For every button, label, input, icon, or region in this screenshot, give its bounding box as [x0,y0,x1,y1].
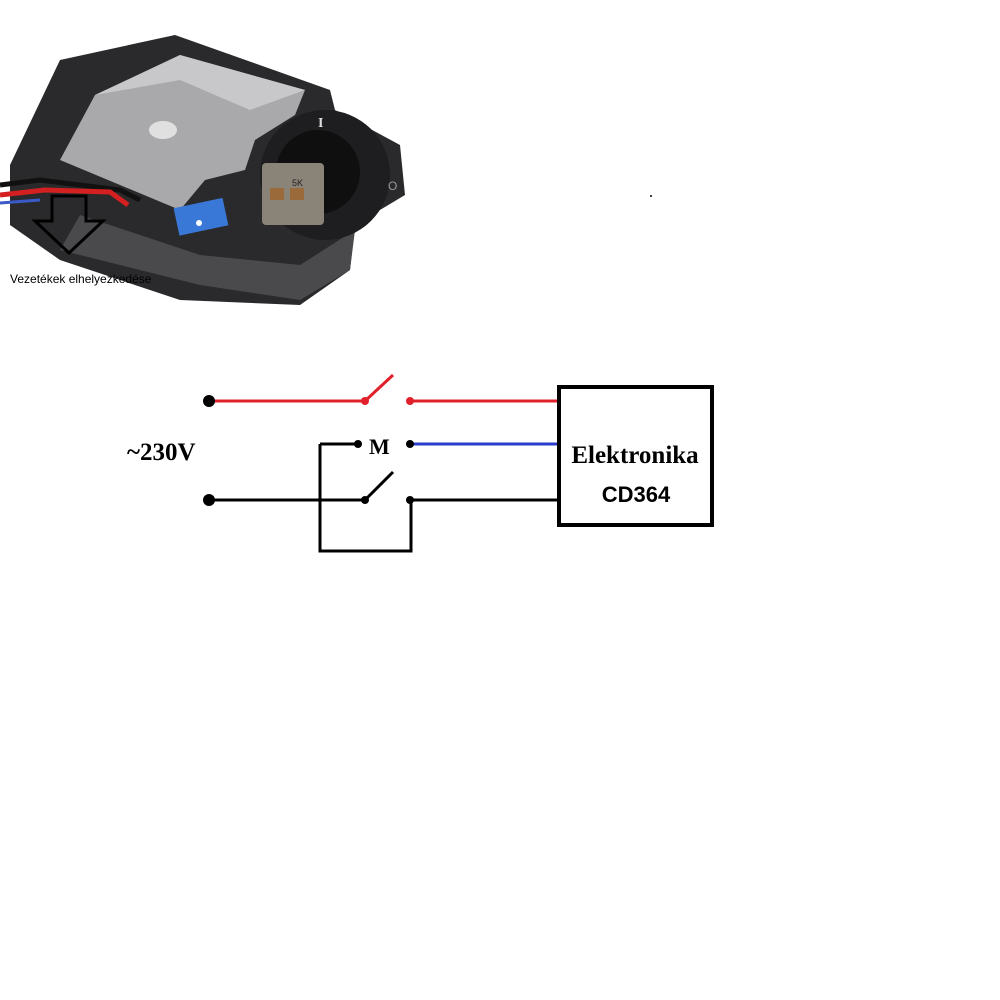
neutral-switch-lever [363,470,395,502]
voltage-label: ~230V [127,439,196,466]
box-model: CD364 [602,482,671,507]
photo-caption: Vezetékek elhelyezkedése [10,272,152,286]
electronics-box [557,385,714,527]
switch-module-photo: 5K I O [0,35,405,305]
box-title: Elektronika [571,442,699,469]
motor-label: M [369,434,390,459]
down-arrow-icon [31,194,107,256]
live-switch-lever [363,373,395,403]
stray-dot [650,195,652,197]
bypass-loop [318,444,413,553]
knob-mark-off: O [388,179,397,193]
component-label: 5K [292,178,303,188]
terminals [203,395,414,506]
knob-mark-on: I [318,116,323,131]
circuit-diagram [209,373,714,553]
